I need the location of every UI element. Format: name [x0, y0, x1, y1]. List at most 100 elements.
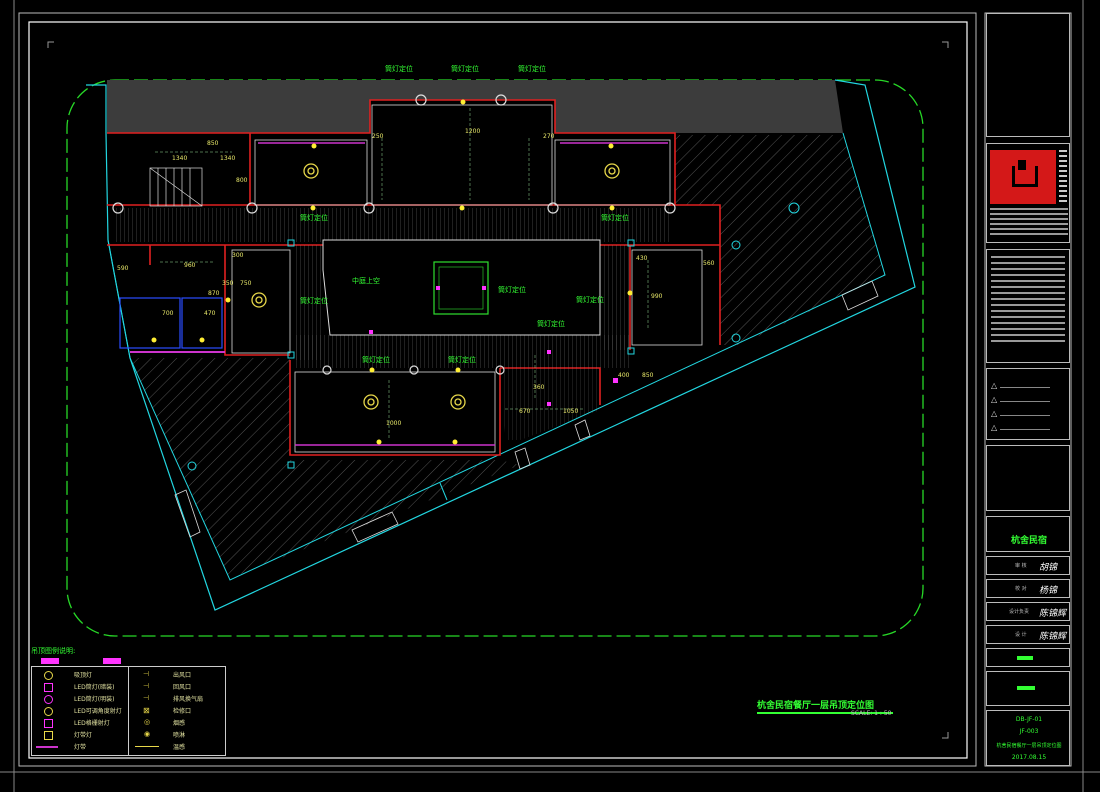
- legend-swatch-2: [103, 658, 121, 664]
- cyan-markers: [187, 202, 800, 471]
- room-label-atrium: 中庭上空: [352, 277, 380, 285]
- room-label-10: 筒灯定位: [537, 320, 565, 328]
- tb-sheet-info: DB-JF-01 JF-003 杭舍民宿餐厅一层吊顶定位图 2017.08.15: [986, 710, 1070, 766]
- dim-label: 270: [543, 133, 555, 140]
- legend-label: 灯带: [74, 744, 87, 751]
- hatched-zone-right: [675, 135, 885, 345]
- tb-notes-cell: [986, 249, 1070, 363]
- legend-row: ⊣出风口: [129, 669, 225, 681]
- staircase: [149, 167, 203, 207]
- legend-row: ◎ 烟感: [129, 717, 225, 729]
- room-label-8: 筒灯定位: [498, 286, 526, 294]
- dim-label: 700: [162, 310, 174, 317]
- tb-cell-empty-top: [986, 13, 1070, 137]
- revision-row: △: [991, 409, 1050, 418]
- dim-label: 1050: [563, 408, 579, 415]
- room-label-4: 筒灯定位: [300, 214, 328, 222]
- sheet-outer-frame: [18, 12, 977, 767]
- legend-icon-grille-light: [44, 719, 53, 728]
- tb-blank-cell: [986, 445, 1070, 511]
- dimension-lines: [155, 108, 649, 440]
- legend-row: ⊣排风换气扇: [129, 693, 225, 705]
- legend-label: 回风口: [173, 684, 192, 691]
- sign-label: 设计负责: [1009, 609, 1030, 615]
- columns: [112, 94, 676, 375]
- legend-row: 灯带灯: [32, 729, 128, 741]
- revision-row: △: [991, 381, 1050, 390]
- dim-label: 400: [618, 372, 630, 379]
- roof-band: [107, 80, 843, 133]
- drawing-title: 杭舍民宿餐厅一层吊顶定位图: [757, 693, 893, 714]
- legend-swatch-1: [41, 658, 59, 664]
- dim-label: 850: [642, 372, 654, 379]
- dim-label: 870: [208, 290, 220, 297]
- tb-sign-row-3: 设计负责 陈锦辉: [986, 602, 1070, 621]
- drawing-scale: SCALE: 1 : 50: [851, 710, 892, 717]
- dim-label: 960: [184, 262, 196, 269]
- logo-mark-bar: [1018, 160, 1026, 170]
- dim-label: 750: [240, 280, 252, 287]
- legend-label: 喷淋: [173, 732, 186, 739]
- dim-label: 800: [236, 177, 248, 184]
- signature: 陈锦辉: [1039, 609, 1067, 619]
- legend-label: LED筒灯(暗装): [74, 684, 115, 691]
- legend-row: LED格栅射灯: [32, 717, 128, 729]
- legend-icon-strip: [36, 746, 58, 748]
- room-label-2: 筒灯定位: [451, 65, 479, 73]
- building-outline-inner: [107, 132, 886, 581]
- drawing-number: DB-JF-01: [1015, 716, 1043, 723]
- legend-title: 吊顶图例说明:: [31, 647, 76, 655]
- room-label-1: 筒灯定位: [385, 65, 413, 73]
- legend-icon-spotlight: [44, 707, 53, 716]
- legend-label: 温感: [173, 744, 186, 751]
- dim-label: 430: [636, 255, 648, 262]
- atrium: [322, 239, 601, 336]
- sheet-number: JF-003: [1019, 728, 1039, 735]
- legend-label: 烟感: [173, 720, 186, 727]
- dim-label: 560: [703, 260, 715, 267]
- smoke-detector-icon: ◎: [144, 718, 151, 726]
- access-panel-icon: ⊠: [143, 706, 150, 715]
- legend-row: ◉喷淋: [129, 729, 225, 741]
- sign-label: 审 核: [1015, 563, 1027, 569]
- heat-detector-icon: [135, 746, 159, 749]
- legend-icon-ceiling-light: [44, 671, 53, 680]
- legend-icon-downlight: [44, 683, 53, 692]
- light-symbols: [151, 99, 633, 445]
- dim-label: 470: [204, 310, 216, 317]
- ceiling-lights: [251, 163, 620, 410]
- legend: 吊顶图例说明: 吸顶灯 LED筒灯(暗装) LED筒灯(明装) LED可调角度射…: [31, 647, 226, 756]
- tb-sign-row-4: 设 计 陈锦辉: [986, 625, 1070, 644]
- dim-label: 1200: [465, 128, 481, 135]
- legend-label: 出风口: [173, 672, 192, 679]
- tb-logo-cell: [986, 143, 1070, 243]
- exhaust-fan-icon: ⊣: [143, 694, 150, 702]
- blue-rooms: [119, 297, 223, 349]
- legend-icon-strip-light: [44, 731, 53, 740]
- revision-row: △: [991, 423, 1050, 432]
- legend-divider: [128, 667, 129, 755]
- drawing-title-text: 杭舍民宿餐厅一层吊顶定位图: [757, 701, 875, 711]
- door-openings: [174, 280, 879, 543]
- green-bar: [1017, 686, 1035, 690]
- legend-label: LED筒灯(明装): [74, 696, 115, 703]
- sheet-title: 杭舍民宿餐厅一层吊顶定位图: [996, 743, 1062, 749]
- dim-label: 360: [533, 384, 545, 391]
- room-label-9: 筒灯定位: [576, 296, 604, 304]
- company-logo: [990, 150, 1056, 204]
- tb-sign-row-2: 校 对 杨锦: [986, 579, 1070, 598]
- legend-col-right: ⊣出风口 ⊣ 回风口 ⊣排风换气扇 ⊠ 检修口 ◎ 烟感 ◉喷淋 温感: [129, 669, 225, 753]
- legend-label: 检修口: [173, 708, 192, 715]
- tb-sign-row-5: [986, 648, 1070, 667]
- dim-label: 850: [207, 140, 219, 147]
- room-label-6: 筒灯定位: [300, 297, 328, 305]
- legend-icon-surface-light: [44, 695, 53, 704]
- crop-mark-tl: [47, 41, 54, 48]
- tb-project-cell: 杭舍民宿: [986, 516, 1070, 552]
- legend-label: LED可调角度射灯: [74, 708, 122, 715]
- dim-label: 670: [519, 408, 531, 415]
- legend-row: 温感: [129, 741, 225, 753]
- dim-label: 1000: [386, 420, 402, 427]
- title-block: △ △ △ △ 杭舍民宿 审 核 胡锦 校 对 杨锦 设计负责 陈锦辉 设 计 …: [985, 13, 1071, 766]
